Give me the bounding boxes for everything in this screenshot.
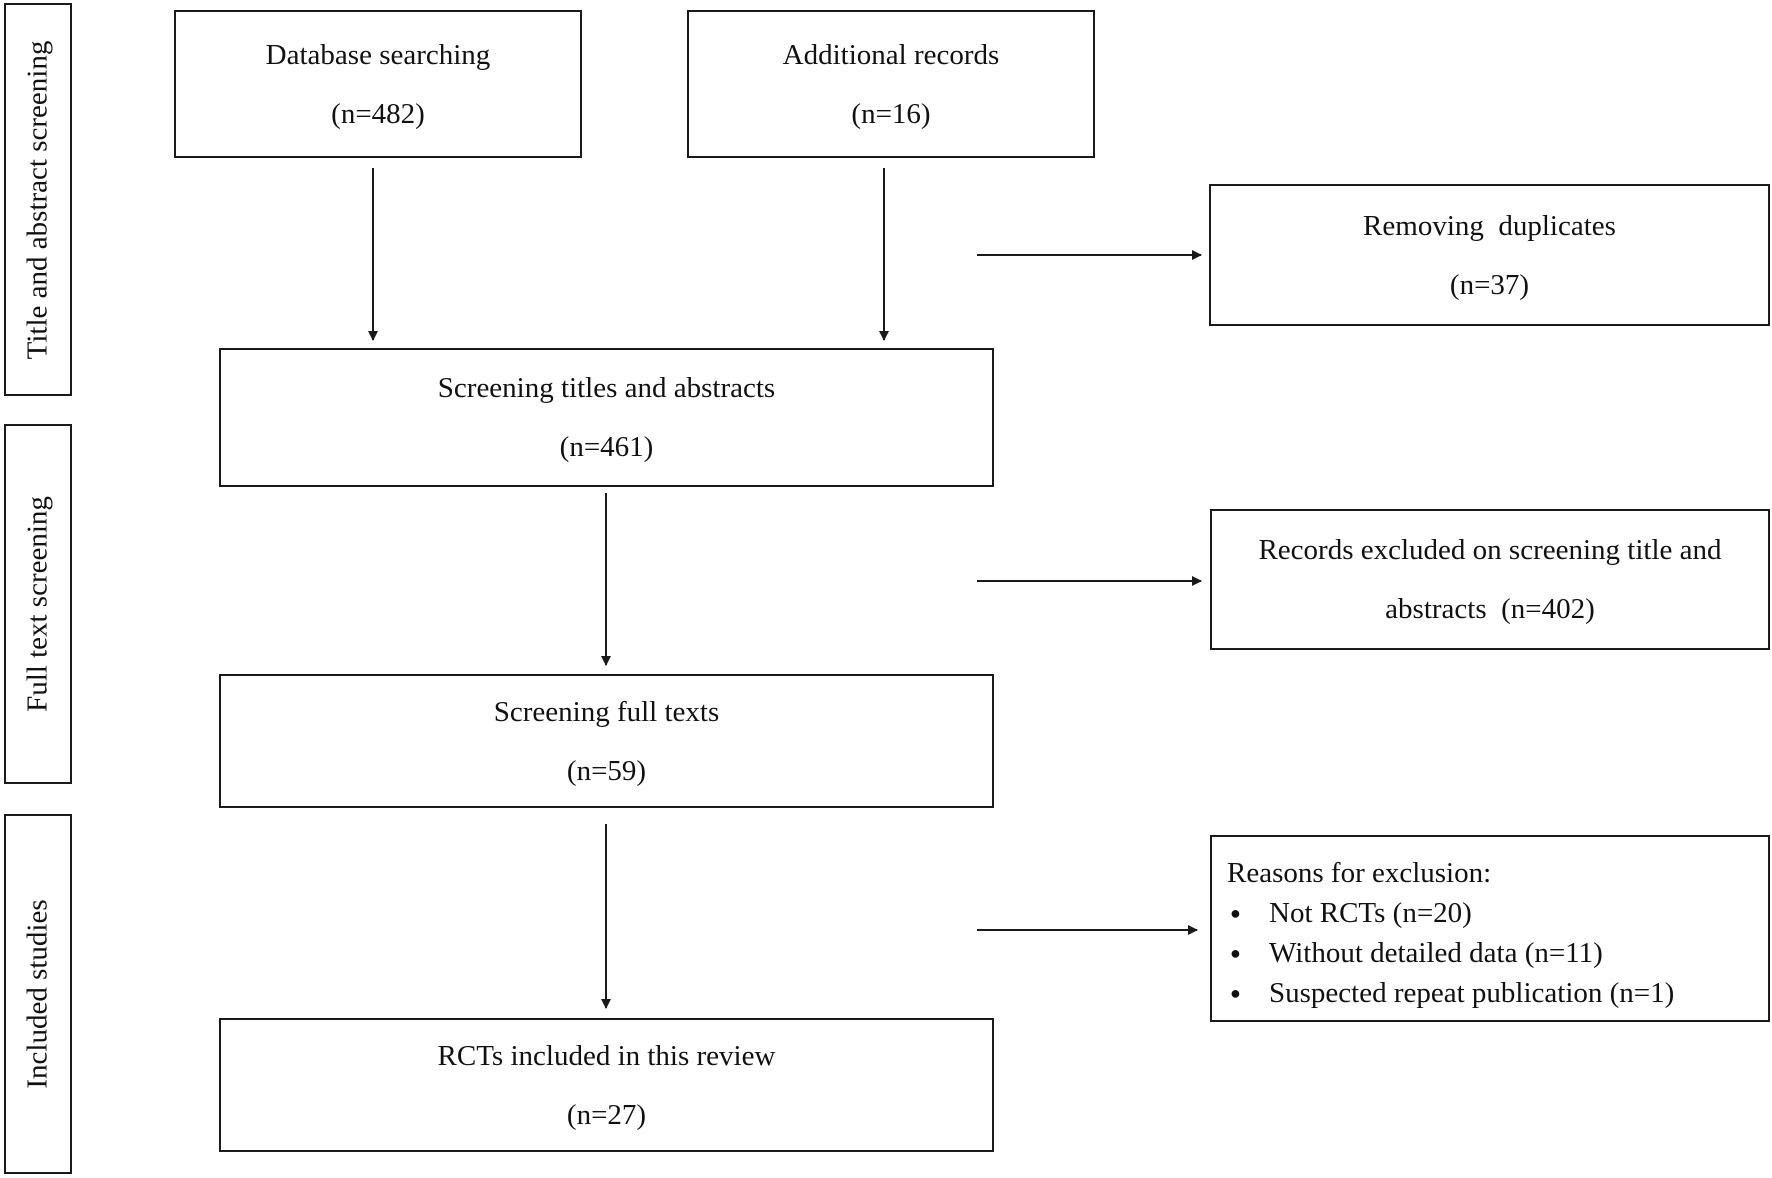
- box-count: (n=37): [1449, 268, 1530, 301]
- removing-duplicates-box: Removing duplicates (n=37): [1209, 184, 1770, 326]
- screening-full-texts-box: Screening full texts (n=59): [219, 674, 994, 808]
- box-title: Records excluded on screening title and: [1258, 534, 1722, 566]
- box-title: Screening full texts: [493, 695, 720, 728]
- box-title: RCTs included in this review: [437, 1039, 776, 1072]
- stage-title-abstract-screening: Title and abstract screening: [4, 3, 72, 396]
- reasons-for-exclusion-box: Reasons for exclusion: Not RCTs (n=20) W…: [1210, 835, 1770, 1022]
- reason-item: Without detailed data (n=11): [1227, 933, 1768, 973]
- box-count: abstracts (n=402): [1385, 593, 1595, 625]
- reason-item: Not RCTs (n=20): [1227, 893, 1768, 933]
- box-count: (n=16): [851, 97, 931, 130]
- stage-full-text-screening: Full text screening: [4, 424, 72, 784]
- additional-records-box: Additional records (n=16): [687, 10, 1095, 158]
- box-title: Database searching: [265, 38, 491, 71]
- records-excluded-titles-box: Records excluded on screening title and …: [1210, 509, 1770, 650]
- box-count: (n=27): [566, 1098, 647, 1131]
- screening-titles-box: Screening titles and abstracts (n=461): [219, 348, 994, 487]
- reasons-list: Not RCTs (n=20) Without detailed data (n…: [1227, 893, 1768, 1013]
- reason-item: Suspected repeat publication (n=1): [1227, 973, 1768, 1013]
- stage-included-studies: Included studies: [4, 814, 72, 1174]
- box-title: Removing duplicates: [1363, 209, 1616, 242]
- box-title: Additional records: [782, 38, 1000, 71]
- box-count: (n=59): [566, 754, 647, 787]
- rcts-included-box: RCTs included in this review (n=27): [219, 1018, 994, 1152]
- box-count: (n=482): [331, 97, 425, 130]
- reasons-heading: Reasons for exclusion:: [1227, 857, 1492, 889]
- database-searching-box: Database searching (n=482): [174, 10, 582, 158]
- box-title: Screening titles and abstracts: [437, 372, 776, 404]
- box-count: (n=461): [559, 431, 654, 463]
